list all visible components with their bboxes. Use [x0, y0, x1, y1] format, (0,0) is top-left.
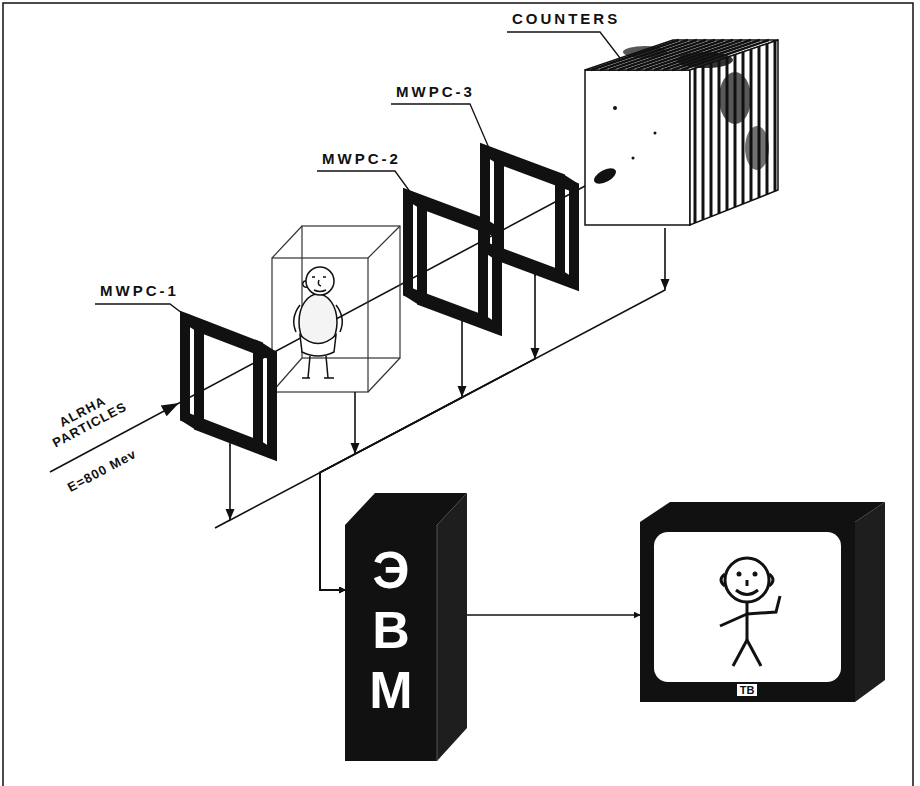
- beam-label: E=800 Mev: [59, 442, 146, 497]
- mwpc-chamber: MWPC-3: [485, 150, 560, 275]
- mwpc-frame: [408, 195, 483, 320]
- node-label: MWPC-1: [100, 282, 179, 299]
- mwpc-frame: [185, 318, 258, 445]
- page-border: [3, 3, 913, 786]
- counter-block: COUNTERS: [585, 38, 780, 228]
- node-label: MWPC-2: [322, 150, 401, 167]
- beam-label: ALRHA PARTICLES: [42, 385, 130, 451]
- node-label: COUNTERS: [512, 10, 620, 27]
- mwpc-chamber: MWPC-2: [408, 195, 483, 320]
- node-label: ЭВМ: [365, 541, 417, 720]
- tv-monitor: [640, 500, 885, 702]
- computer-cabinet: ЭВМ: [345, 493, 467, 761]
- patient-figure: [294, 267, 343, 378]
- target-box: [272, 226, 400, 392]
- node-label: ТВ: [737, 684, 758, 696]
- tv-monitor: ТВ: [640, 500, 885, 702]
- signal-connector: [467, 614, 640, 616]
- particle-beam: [50, 178, 600, 472]
- node-label: MWPC-3: [396, 83, 475, 100]
- leader-lines: [95, 32, 620, 323]
- signal-connector: [230, 445, 345, 590]
- counter-block: [585, 38, 780, 228]
- mwpc-chamber: MWPC-1: [185, 318, 258, 445]
- mwpc-frame: [485, 150, 560, 275]
